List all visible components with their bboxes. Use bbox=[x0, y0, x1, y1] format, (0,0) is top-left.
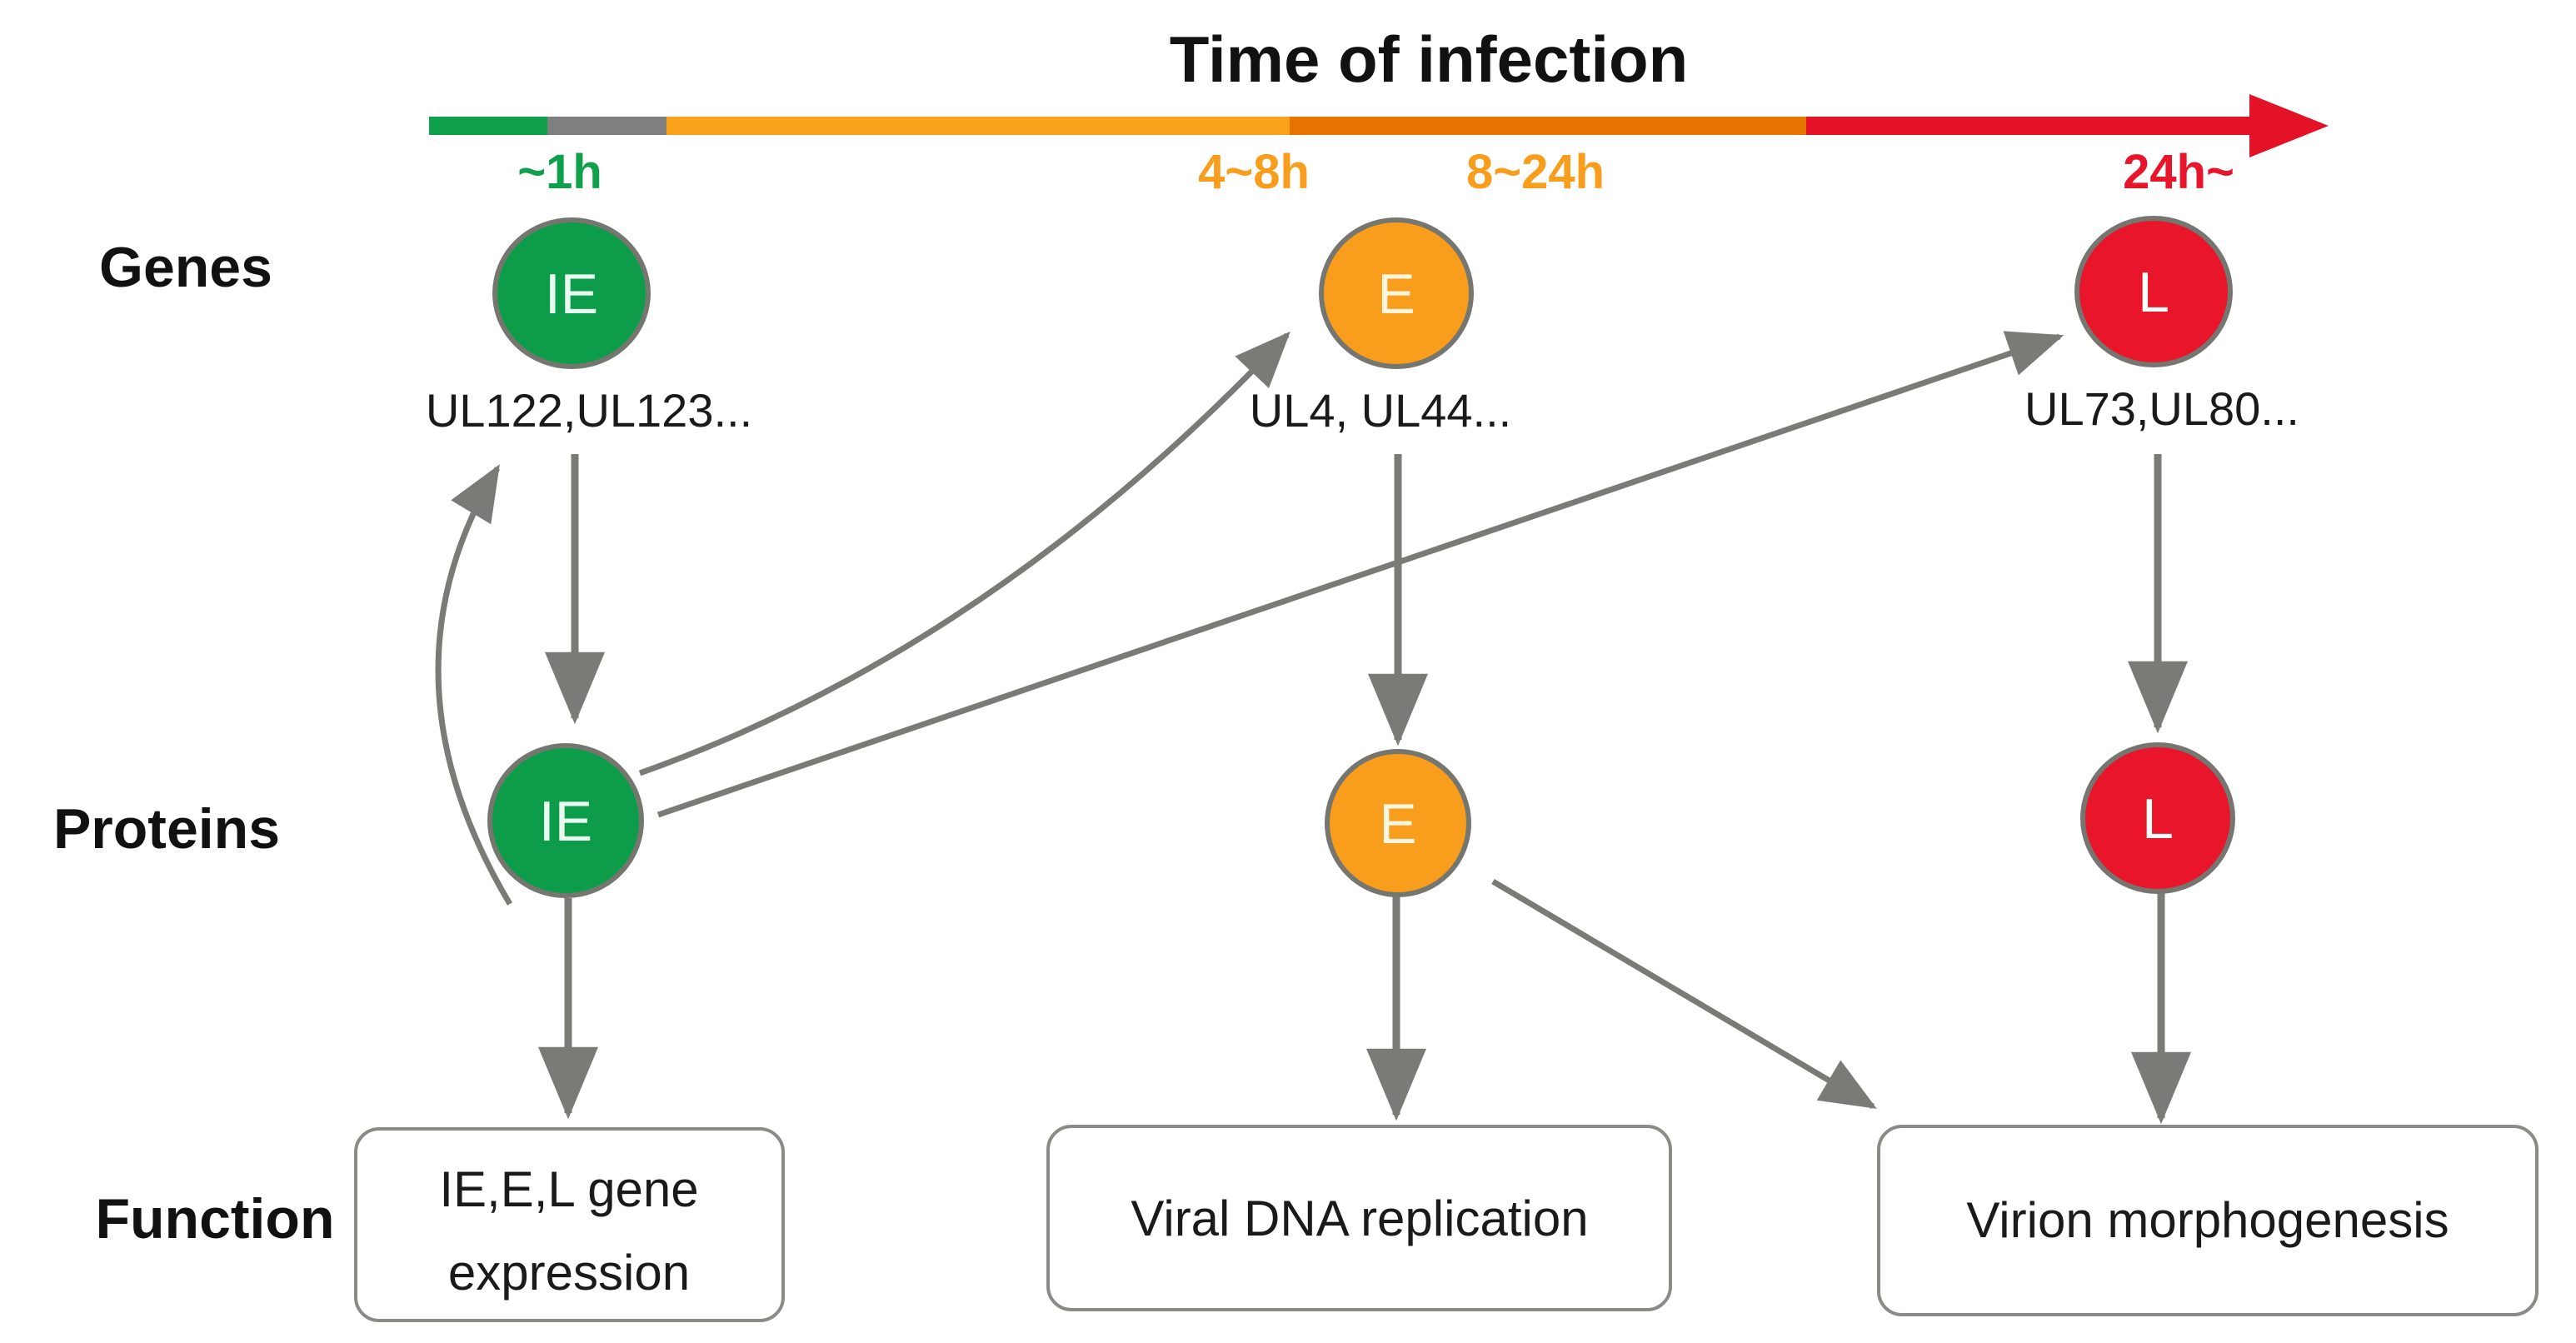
function-text-1-line2: expression bbox=[448, 1245, 690, 1301]
protein-letter-l: L bbox=[2142, 787, 2174, 851]
gene-letter-e: E bbox=[1377, 262, 1415, 326]
gene-sublabel-l: UL73,UL80... bbox=[2024, 382, 2299, 435]
protein-node-ie: IE bbox=[487, 743, 644, 898]
arrow-ie-protein-feedback-to-ie-gene bbox=[435, 464, 513, 906]
protein-circle-e bbox=[1325, 749, 1471, 897]
time-label-1h: ~1h bbox=[517, 145, 602, 199]
timeline-bar bbox=[429, 94, 2329, 157]
timeline-segment-dark-orange bbox=[1290, 117, 1806, 135]
function-box-gene-expression: IE,E,L gene expression bbox=[354, 1127, 785, 1322]
protein-letter-ie: IE bbox=[539, 790, 592, 853]
diagram-title: Time of infection bbox=[1170, 22, 1689, 96]
timeline-arrowhead-icon bbox=[2249, 94, 2329, 157]
timeline-segment-red bbox=[1806, 117, 2251, 135]
arrow-ie-protein-to-l-gene bbox=[656, 331, 2064, 818]
protein-circle-l bbox=[2080, 742, 2235, 894]
arrow-ie-protein-to-e-gene bbox=[638, 331, 1290, 776]
function-box-virion-morphogenesis: Virion morphogenesis bbox=[1877, 1125, 2539, 1316]
timeline-segment-orange bbox=[666, 117, 1290, 135]
protein-node-l: L bbox=[2080, 742, 2235, 894]
protein-letter-e: E bbox=[1379, 792, 1416, 856]
row-label-genes: Genes bbox=[99, 236, 272, 299]
gene-letter-l: L bbox=[2138, 261, 2169, 324]
arrow-e-protein-to-morphogenesis bbox=[1491, 878, 1877, 1110]
gene-circle-e bbox=[1319, 217, 1474, 369]
timeline-segment-gray bbox=[547, 117, 666, 135]
function-box-dna-replication: Viral DNA replication bbox=[1046, 1125, 1672, 1311]
gene-sublabel-ie: UL122,UL123... bbox=[426, 384, 752, 437]
function-text-2: Viral DNA replication bbox=[1131, 1191, 1588, 1246]
time-label-8-24h: 8~24h bbox=[1466, 145, 1605, 199]
protein-node-e: E bbox=[1325, 749, 1471, 897]
gene-letter-ie: IE bbox=[545, 262, 598, 326]
function-text-3: Virion morphogenesis bbox=[1966, 1192, 2449, 1248]
row-label-function: Function bbox=[95, 1187, 334, 1251]
gene-circle-l bbox=[2074, 216, 2233, 367]
gene-circle-ie bbox=[492, 217, 651, 369]
arrow-layer bbox=[435, 331, 2191, 1125]
function-box-1 bbox=[354, 1127, 785, 1322]
gene-node-ie: IE UL122,UL123... bbox=[426, 217, 752, 437]
protein-circle-ie bbox=[487, 743, 644, 898]
gene-node-l: L UL73,UL80... bbox=[2024, 216, 2299, 435]
function-text-1-line1: IE,E,L gene bbox=[439, 1161, 698, 1217]
function-box-2 bbox=[1046, 1125, 1672, 1311]
time-label-24h: 24h~ bbox=[2123, 145, 2234, 199]
time-label-4-8h: 4~8h bbox=[1198, 145, 1310, 199]
timeline-segment-green bbox=[429, 117, 547, 135]
function-box-3 bbox=[1877, 1125, 2539, 1316]
gene-sublabel-e: UL4, UL44... bbox=[1250, 384, 1511, 437]
gene-node-e: E UL4, UL44... bbox=[1250, 217, 1511, 437]
row-label-proteins: Proteins bbox=[53, 797, 280, 861]
